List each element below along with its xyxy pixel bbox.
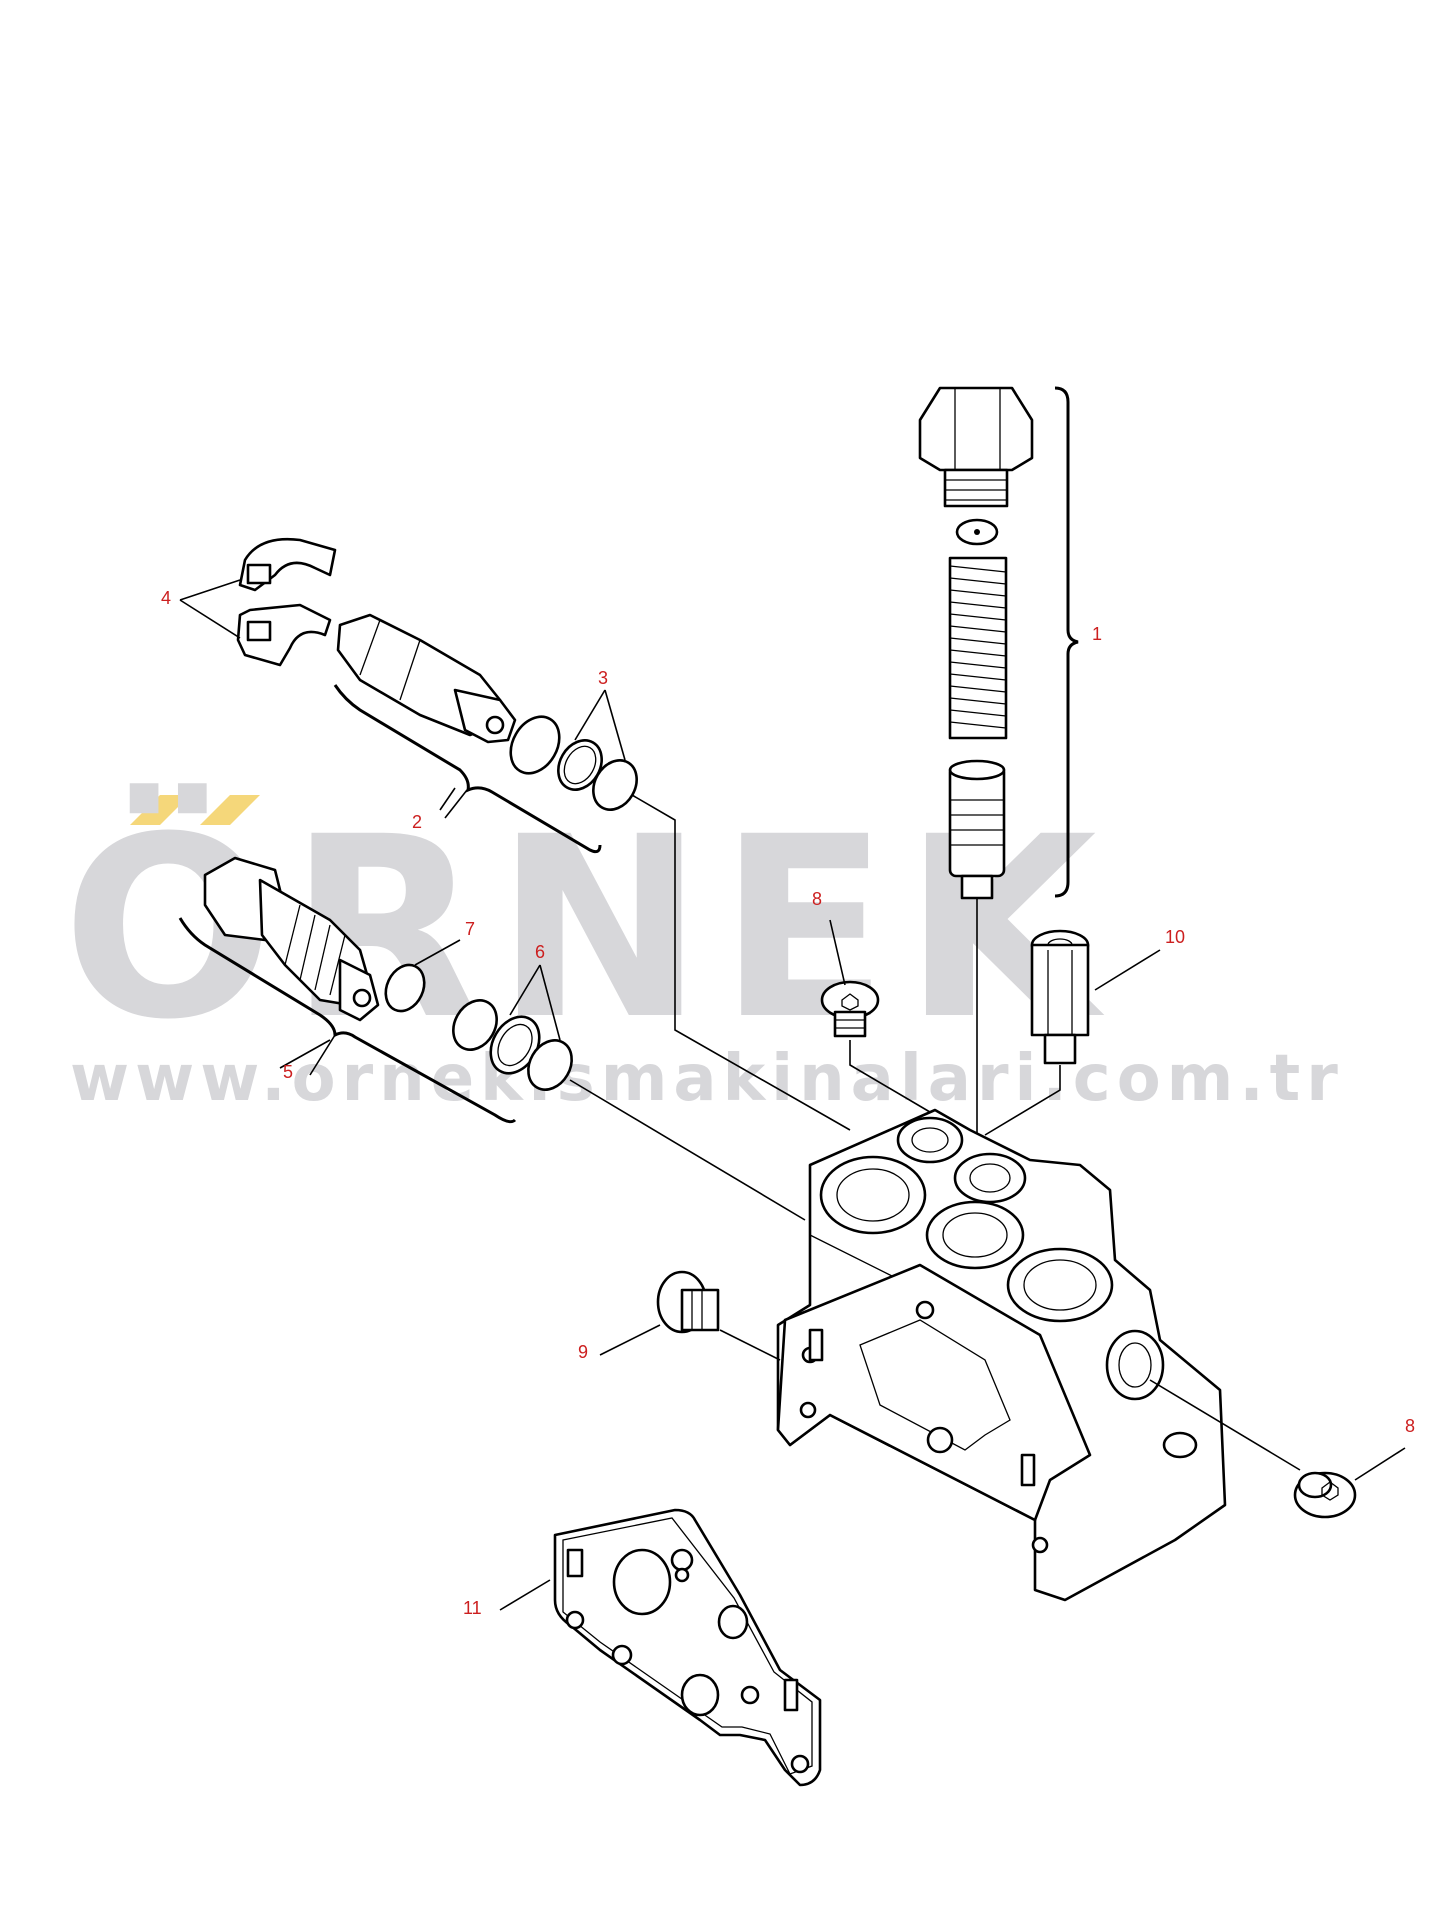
watermark-url: www.ornekismakinalari.com.tr: [70, 1042, 1344, 1116]
part-7-plug: [384, 939, 461, 1013]
callout-leaders: [179, 579, 456, 1069]
callout-11: 11: [463, 1598, 482, 1618]
callout-1: 1: [1092, 624, 1102, 644]
part-4-clamp: [236, 537, 337, 667]
part-1-relief-valve: [918, 386, 1079, 1210]
part-3-seals: [509, 689, 851, 1131]
watermark: ÖRNEK www.ornekismakinalari.com.tr: [62, 783, 1344, 1116]
watermark-accent-right: [200, 795, 260, 825]
callout-2: 2: [412, 812, 422, 832]
part-2-cartridge-valve: [333, 613, 602, 854]
part-9-plug: [599, 1270, 781, 1361]
callout-7: 7: [465, 919, 475, 939]
valve-body: [776, 1108, 1227, 1602]
callout-6: 6: [535, 942, 545, 962]
callout-3: 3: [598, 668, 608, 688]
part-10-fitting: [984, 929, 1161, 1136]
callout-8-top: 8: [812, 889, 822, 909]
part-8-plug-right: [1149, 1379, 1406, 1519]
part-11-gasket: [499, 1508, 822, 1787]
callout-labels: 1 2 3 4 5 6 7 8 8 9 10 11: [161, 588, 1415, 1618]
spring-coils: [949, 565, 1007, 729]
callout-10: 10: [1165, 927, 1185, 947]
part-8-plug-top: [820, 919, 936, 1116]
callout-4: 4: [161, 588, 171, 608]
part-5-cartridge: [178, 856, 517, 1124]
callout-9: 9: [578, 1342, 588, 1362]
part-6-seals: [452, 964, 806, 1221]
callout-8-right: 8: [1405, 1416, 1415, 1436]
callout-5: 5: [283, 1062, 293, 1082]
watermark-accent-left: [130, 795, 190, 825]
